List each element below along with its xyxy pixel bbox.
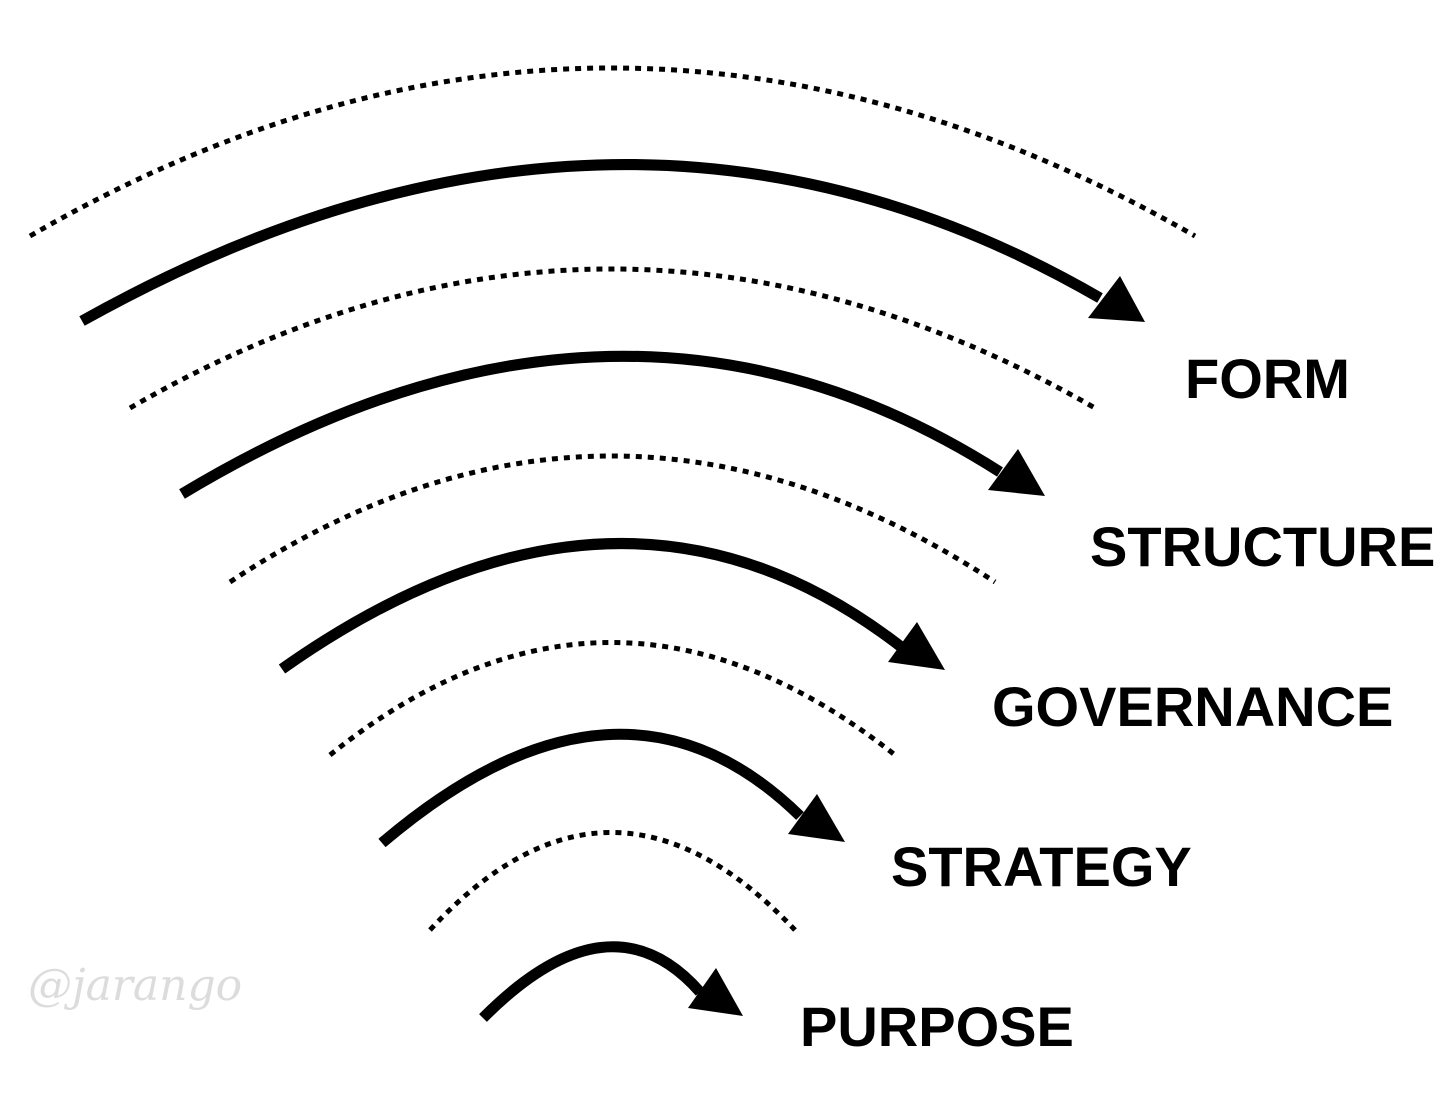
label-structure: STRUCTURE [1090, 515, 1435, 578]
dotted-boundary-arc-1 [28, 65, 1197, 239]
arrow-arc-form [79, 159, 1103, 326]
dotted-boundary-arc-2 [128, 266, 1097, 411]
arrow-arc-governance [278, 537, 904, 674]
arrow-purpose [479, 941, 743, 1022]
label-purpose: PURPOSE [800, 995, 1074, 1058]
arrow-arc-strategy [378, 728, 804, 848]
arrow-strategy [378, 728, 845, 848]
dotted-boundary-arc-5 [428, 830, 797, 932]
arrowhead-structure [988, 449, 1045, 496]
arrow-form [79, 159, 1145, 326]
arrow-governance [278, 537, 945, 674]
dotted-boundary-arc-3 [228, 453, 997, 585]
watermark: @jarango [28, 960, 242, 1011]
arrowhead-form [1088, 276, 1145, 322]
label-form: FORM [1185, 347, 1350, 410]
arrowhead-strategy [788, 794, 845, 842]
label-strategy: STRATEGY [891, 835, 1192, 898]
arrow-arc-purpose [479, 941, 705, 1022]
arrowhead-purpose [688, 968, 743, 1016]
arrowhead-governance [888, 622, 945, 670]
arrow-structure [179, 350, 1045, 499]
label-governance: GOVERNANCE [992, 675, 1393, 738]
arrow-arc-structure [179, 350, 1003, 499]
